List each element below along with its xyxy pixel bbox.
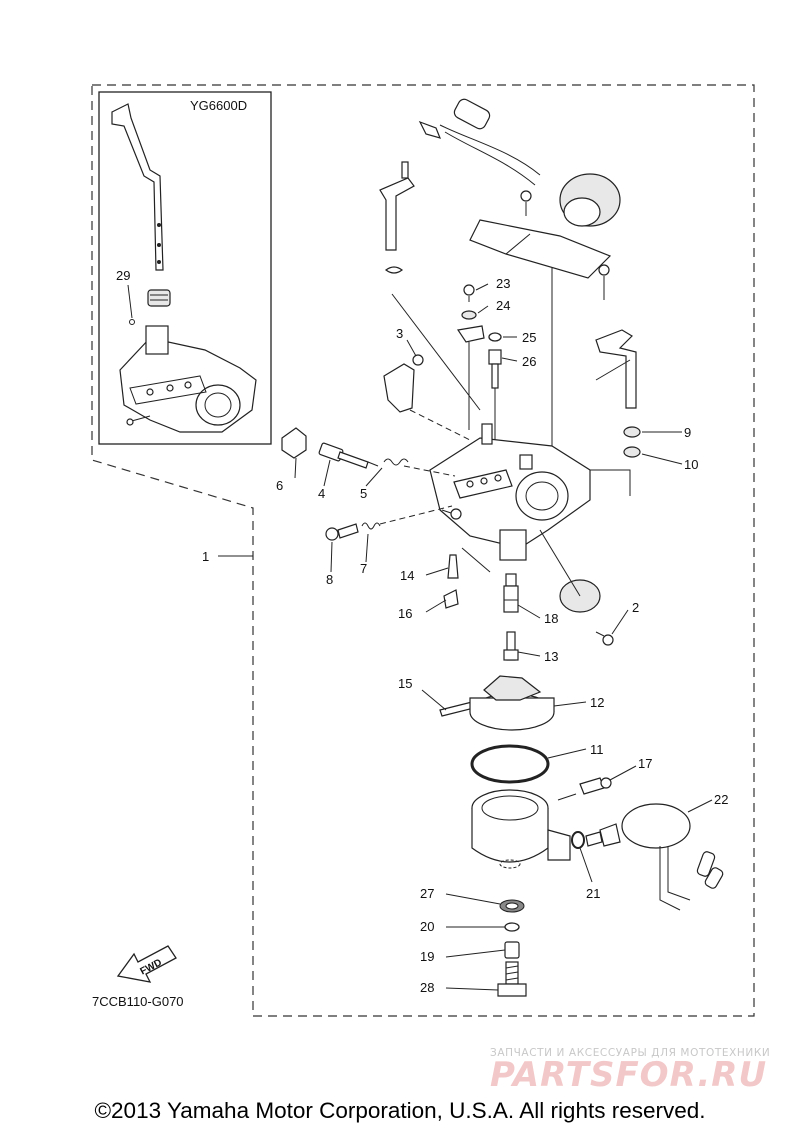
bracket-plate <box>456 325 485 430</box>
callout-6: 6 <box>276 478 283 493</box>
oring-20 <box>504 922 520 932</box>
screw-23 <box>463 284 475 302</box>
callout-9: 9 <box>684 425 691 440</box>
callout-10: 10 <box>684 457 698 472</box>
callout-12: 12 <box>590 695 604 710</box>
callout-3: 3 <box>396 326 403 341</box>
spring-7 <box>361 505 453 530</box>
callout-labels: 29 1 2 3 4 5 6 7 8 9 10 11 12 13 14 15 1… <box>116 268 728 995</box>
inset-model-label: YG6600D <box>190 98 247 113</box>
callout-14: 14 <box>400 568 414 583</box>
fuel-cut-solenoid-22 <box>585 803 724 911</box>
callout-13: 13 <box>544 649 558 664</box>
spring-5 <box>383 458 456 477</box>
carburetor-body <box>429 423 591 561</box>
callout-7: 7 <box>360 561 367 576</box>
cover-plate-3 <box>383 354 471 441</box>
watermark-tagline: ЗАПЧАСТИ И АКСЕССУАРЫ ДЛЯ МОТОТЕХНИКИ <box>490 1047 770 1059</box>
emulsion-tube-18 <box>503 573 519 613</box>
callout-22: 22 <box>714 792 728 807</box>
watermark-logo: PARTSFOR.RU <box>490 1055 767 1095</box>
needle-valve-14 <box>447 547 491 579</box>
inset-link-rod <box>111 103 164 271</box>
callout-11: 11 <box>590 742 604 757</box>
callout-15: 15 <box>398 676 412 691</box>
choke-diaphragm-assembly <box>418 98 621 460</box>
clip-16 <box>443 589 459 609</box>
callout-25: 25 <box>522 330 536 345</box>
inset-carb-body <box>119 325 257 433</box>
inset-box <box>98 91 272 445</box>
oring-25 <box>488 332 502 342</box>
jet-19 <box>504 941 520 959</box>
callout-17: 17 <box>638 756 652 771</box>
gasket-27 <box>499 899 525 913</box>
callout-4: 4 <box>318 486 325 501</box>
inset-cap-29 <box>129 289 171 325</box>
diagram-code: 7CCB110-G070 <box>92 994 184 1009</box>
pilot-screw-4 <box>318 442 379 469</box>
screw-8 <box>325 523 359 541</box>
callout-2: 2 <box>632 600 639 615</box>
callout-1: 1 <box>202 549 209 564</box>
callout-27: 27 <box>420 886 434 901</box>
callout-23: 23 <box>496 276 510 291</box>
callout-21: 21 <box>586 886 600 901</box>
callout-26: 26 <box>522 354 536 369</box>
washer-24 <box>461 310 477 320</box>
oring-21 <box>571 831 585 849</box>
drain-bolt-28 <box>497 961 527 997</box>
leader-lines <box>127 283 713 991</box>
inset-callout-29: 29 <box>116 268 130 283</box>
float-bowl <box>471 789 571 869</box>
throttle-shaft <box>379 161 481 411</box>
copyright-notice: ©2013 Yamaha Motor Corporation, U.S.A. A… <box>94 1098 706 1123</box>
callout-24: 24 <box>496 298 510 313</box>
callout-19: 19 <box>420 949 434 964</box>
float-12 <box>469 675 555 731</box>
float-bowl-gasket-11 <box>470 744 550 784</box>
callout-20: 20 <box>420 919 434 934</box>
drain-screw-17 <box>557 777 612 801</box>
fwd-arrow-icon: FWD <box>116 945 177 983</box>
callout-16: 16 <box>398 606 412 621</box>
callout-5: 5 <box>360 486 367 501</box>
pilot-screw-cap-6 <box>281 427 307 459</box>
assembly-boundary <box>91 84 755 1017</box>
callout-28: 28 <box>420 980 434 995</box>
callout-18: 18 <box>544 611 558 626</box>
jet-26 <box>488 349 502 440</box>
throttle-plate-2 <box>539 529 614 646</box>
callout-8: 8 <box>326 572 333 587</box>
main-jet-13 <box>503 631 519 661</box>
